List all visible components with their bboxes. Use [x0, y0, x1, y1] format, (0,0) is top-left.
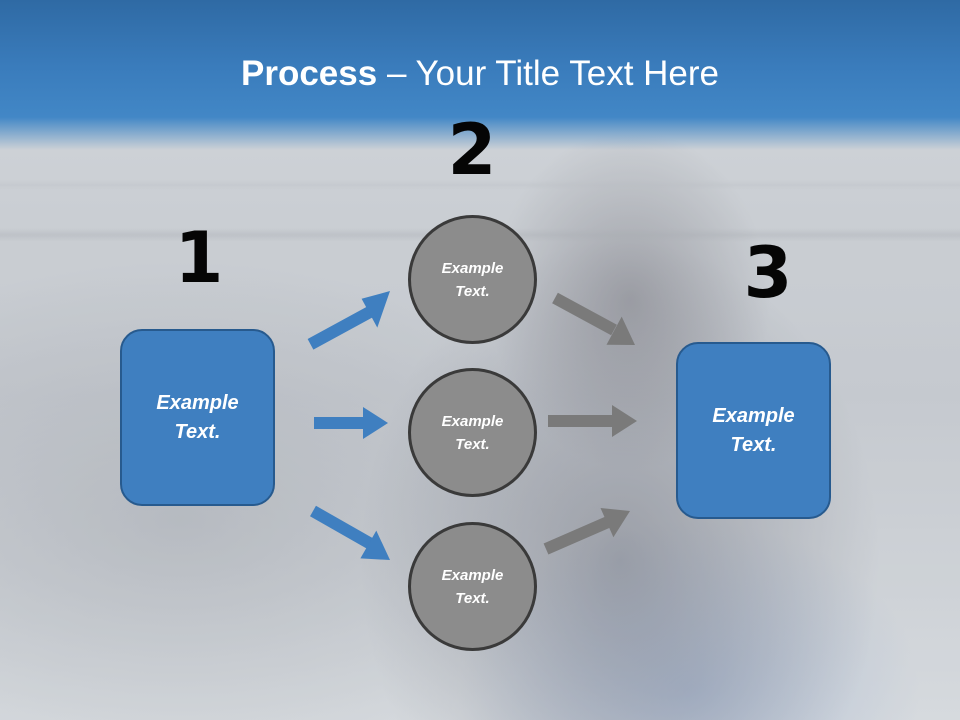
- step-3-box-text: Example Text.: [712, 404, 795, 456]
- background-ledge: [0, 180, 960, 190]
- arrow-up-right-icon[interactable]: [307, 291, 391, 350]
- step-number-2[interactable]: 2: [447, 109, 497, 191]
- slide-title-bold: Process: [241, 54, 378, 93]
- arrow-right-icon[interactable]: [314, 407, 388, 439]
- step-2-circle-middle[interactable]: Example Text.: [408, 368, 537, 497]
- arrow-down-right-icon[interactable]: [552, 292, 635, 345]
- step-3-box[interactable]: Example Text.: [676, 342, 831, 519]
- step-number-3[interactable]: 3: [743, 232, 793, 314]
- step-1-box-text: Example Text.: [156, 391, 239, 443]
- step-2-circle-bottom-text: Example Text.: [441, 566, 504, 607]
- slide-title-rest: – Your Title Text Here: [377, 54, 719, 93]
- title-band: [0, 0, 960, 150]
- slide-title[interactable]: Process – Your Title Text Here: [0, 52, 960, 96]
- step-2-circle-bottom[interactable]: Example Text.: [408, 522, 537, 651]
- arrow-up-right-icon[interactable]: [543, 508, 630, 555]
- step-2-circle-top-text: Example Text.: [441, 259, 504, 300]
- arrow-right-icon[interactable]: [548, 405, 637, 437]
- arrow-down-right-icon[interactable]: [310, 505, 390, 560]
- step-number-1[interactable]: 1: [174, 217, 224, 299]
- step-2-circle-middle-text: Example Text.: [441, 412, 504, 453]
- step-2-circle-top[interactable]: Example Text.: [408, 215, 537, 344]
- step-1-box[interactable]: Example Text.: [120, 329, 275, 506]
